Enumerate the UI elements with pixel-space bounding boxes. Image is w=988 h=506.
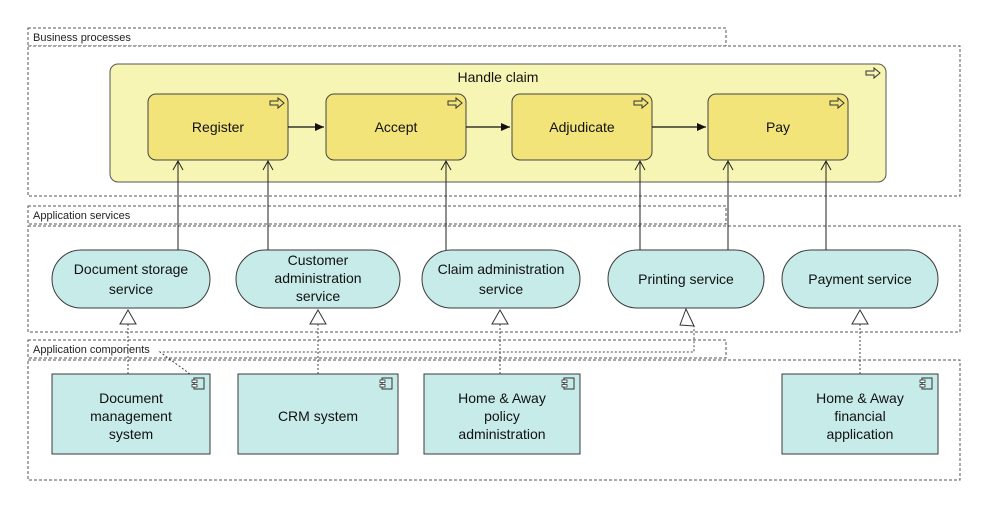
component-label: administration [458,426,545,442]
process-arrow-icon [633,96,649,110]
layer-label-services: Application services [33,210,131,222]
component-label: Document [99,390,163,406]
component-icon [379,377,393,390]
component-crm-system[interactable]: CRM system [237,373,399,455]
service-label: service [479,281,524,297]
layer-tab [27,339,727,359]
process-arrow-icon [829,96,845,110]
process-step-label: Accept [375,119,418,135]
process-step-adjudicate[interactable]: Adjudicate [511,93,653,161]
component-document-management[interactable]: Document management system [51,373,211,455]
service-label: Payment service [808,271,912,287]
process-step-label: Register [192,119,244,135]
service-customer-administration[interactable]: Customer administration service [235,249,401,309]
service-label: Customer [288,252,349,268]
service-printing[interactable]: Printing service [607,249,765,309]
component-icon [561,377,575,390]
realization-arrowhead [491,308,509,325]
realization-arrowhead [119,308,137,325]
process-title: Handle claim [458,69,539,85]
layer-label-components: Application components [33,344,150,356]
component-label: policy [484,408,520,424]
component-icon [919,377,933,390]
process-handle-claim[interactable]: Handle claim [109,63,887,183]
layer-label-business: Business processes [33,32,131,44]
process-container [109,63,887,183]
realization-arrowhead [679,307,695,327]
service-claim-administration[interactable]: Claim administration service [421,249,581,309]
realization-line-docmgmt-printing [158,326,695,375]
layer-tab [27,205,727,225]
service-label: administration [274,270,361,286]
component-label: Home & Away [458,390,546,406]
component-label: Home & Away [816,390,904,406]
component-label: management [90,408,172,424]
service-label: Document storage [74,261,189,277]
process-step-label: Adjudicate [549,119,615,135]
service-label: Printing service [638,271,734,287]
component-icon [191,377,205,390]
service-document-storage[interactable]: Document storage service [51,249,211,309]
realization-arrowhead [309,308,327,325]
process-arrow-icon [865,66,881,80]
process-step-register[interactable]: Register [147,93,289,161]
component-home-away-policy[interactable]: Home & Away policy administration [423,373,581,455]
service-label: service [109,281,154,297]
component-label: financial [834,408,885,424]
process-step-accept[interactable]: Accept [325,93,467,161]
service-label: Claim administration [438,261,565,277]
process-arrow-icon [269,96,285,110]
process-arrow-icon [447,96,463,110]
service-label: service [296,288,341,304]
process-step-label: Pay [766,119,790,135]
component-label: application [827,426,894,442]
component-label: system [109,426,153,442]
layer-tab [27,27,727,47]
component-label: CRM system [278,408,358,424]
process-step-pay[interactable]: Pay [707,93,849,161]
component-home-away-financial[interactable]: Home & Away financial application [781,373,939,455]
service-payment[interactable]: Payment service [781,249,939,309]
realization-arrowhead [851,308,869,325]
